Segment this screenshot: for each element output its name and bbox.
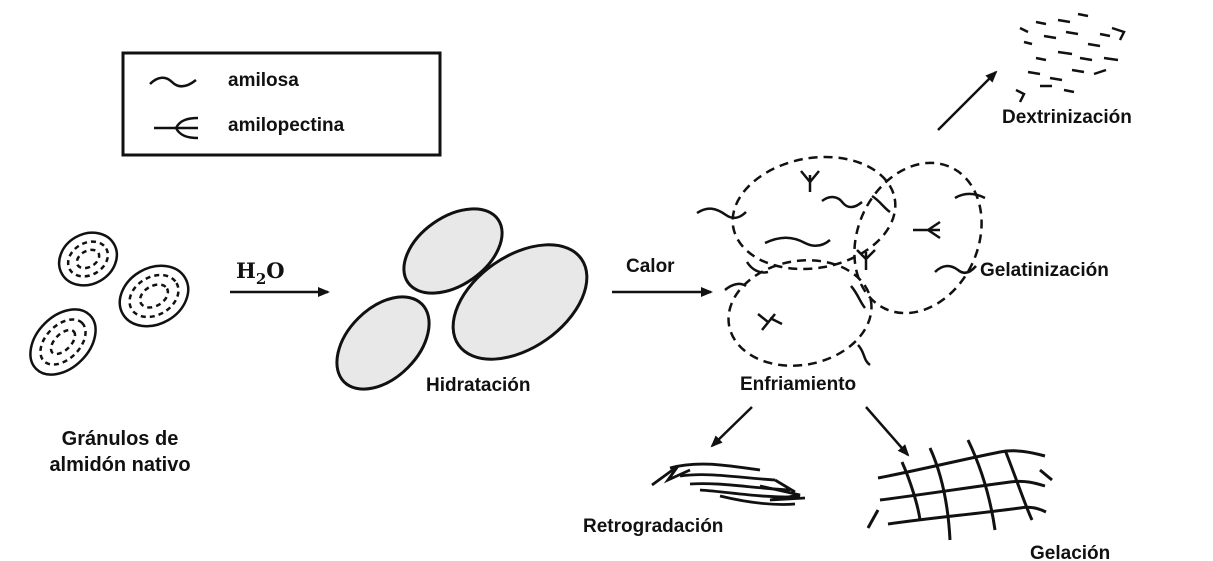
native-granule	[109, 254, 199, 338]
retrograded-chains-icon	[652, 464, 805, 504]
hydration-label: Hidratación	[426, 375, 531, 396]
dextrinization-label: Dextrinización	[1002, 107, 1132, 128]
heat-label: Calor	[626, 256, 675, 277]
water-label: H2O	[236, 258, 285, 288]
native-granules-label-line1: Gránulos de	[62, 428, 179, 450]
gelatinization-label: Gelatinización	[980, 260, 1109, 281]
cooling-label: Enfriamiento	[740, 374, 856, 395]
retrogradation-label: Retrogradación	[583, 516, 723, 537]
legend-amylose-label: amilosa	[228, 70, 299, 91]
native-granule	[50, 222, 127, 295]
native-granules-label-line2: almidón nativo	[49, 454, 190, 476]
dextrinization-arrow	[938, 72, 996, 130]
gelation-arrow	[866, 407, 908, 455]
native-granule	[18, 297, 109, 388]
gelation-label: Gelación	[1030, 543, 1110, 561]
gel-network-icon	[868, 440, 1052, 540]
legend-box: amilosa amilopectina	[123, 53, 440, 155]
gelatinized-granules-group	[697, 142, 1005, 377]
native-granules-group	[18, 222, 199, 387]
dextrin-fragments-icon	[1016, 14, 1124, 102]
legend-amylopectin-label: amilopectina	[228, 115, 345, 136]
retrogradation-arrow	[712, 407, 752, 446]
